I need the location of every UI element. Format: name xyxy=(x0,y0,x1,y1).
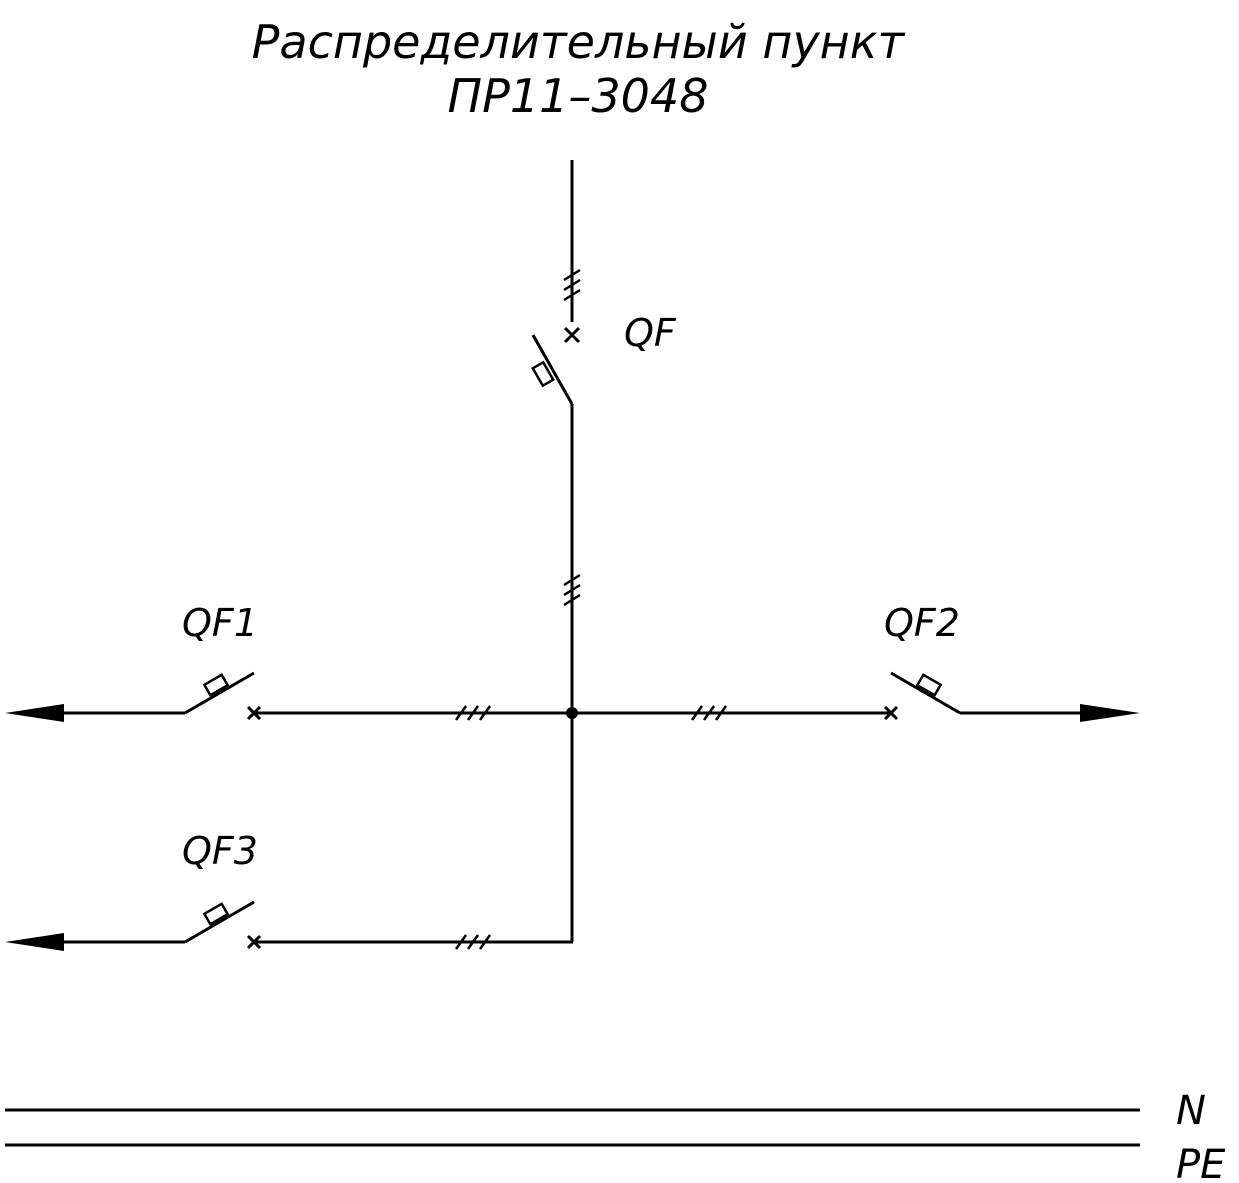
protective-earth-bus: PE xyxy=(5,1142,1226,1183)
incoming-feeder xyxy=(563,160,581,322)
diagram-title-line2: ПР11–3048 xyxy=(448,69,709,123)
phase-marks-qf3 xyxy=(454,934,492,950)
thermal-release-icon xyxy=(531,360,555,388)
phase-marks-vertical xyxy=(563,573,581,607)
feeder-qf2: QF2 xyxy=(572,601,1140,722)
breaker-label-qf1: QF1 xyxy=(182,601,258,645)
thermal-release-icon xyxy=(202,902,230,926)
breaker-label-qf3: QF3 xyxy=(182,829,258,873)
breaker-label-qf: QF xyxy=(624,311,677,355)
breaker-label-qf2: QF2 xyxy=(884,601,960,645)
phase-marks-qf1 xyxy=(454,705,492,721)
feeder-qf1: QF1 xyxy=(5,601,572,722)
bus-label-pe: PE xyxy=(1176,1142,1226,1183)
phase-marks-incoming xyxy=(563,268,581,302)
arrow-right-icon xyxy=(1080,704,1140,722)
breaker-qf-main: QF xyxy=(531,311,677,405)
feeder-qf3: QF3 xyxy=(5,829,573,951)
bus-label-n: N xyxy=(1176,1088,1206,1134)
diagram-title-line1: Распределительный пункт xyxy=(252,15,906,69)
phase-marks-qf2 xyxy=(690,705,728,721)
thermal-release-icon xyxy=(202,673,230,697)
thermal-release-icon xyxy=(915,673,943,697)
arrow-left-icon xyxy=(5,933,64,951)
neutral-bus: N xyxy=(5,1088,1206,1134)
vertical-bus xyxy=(563,404,581,942)
arrow-left-icon xyxy=(5,704,64,722)
